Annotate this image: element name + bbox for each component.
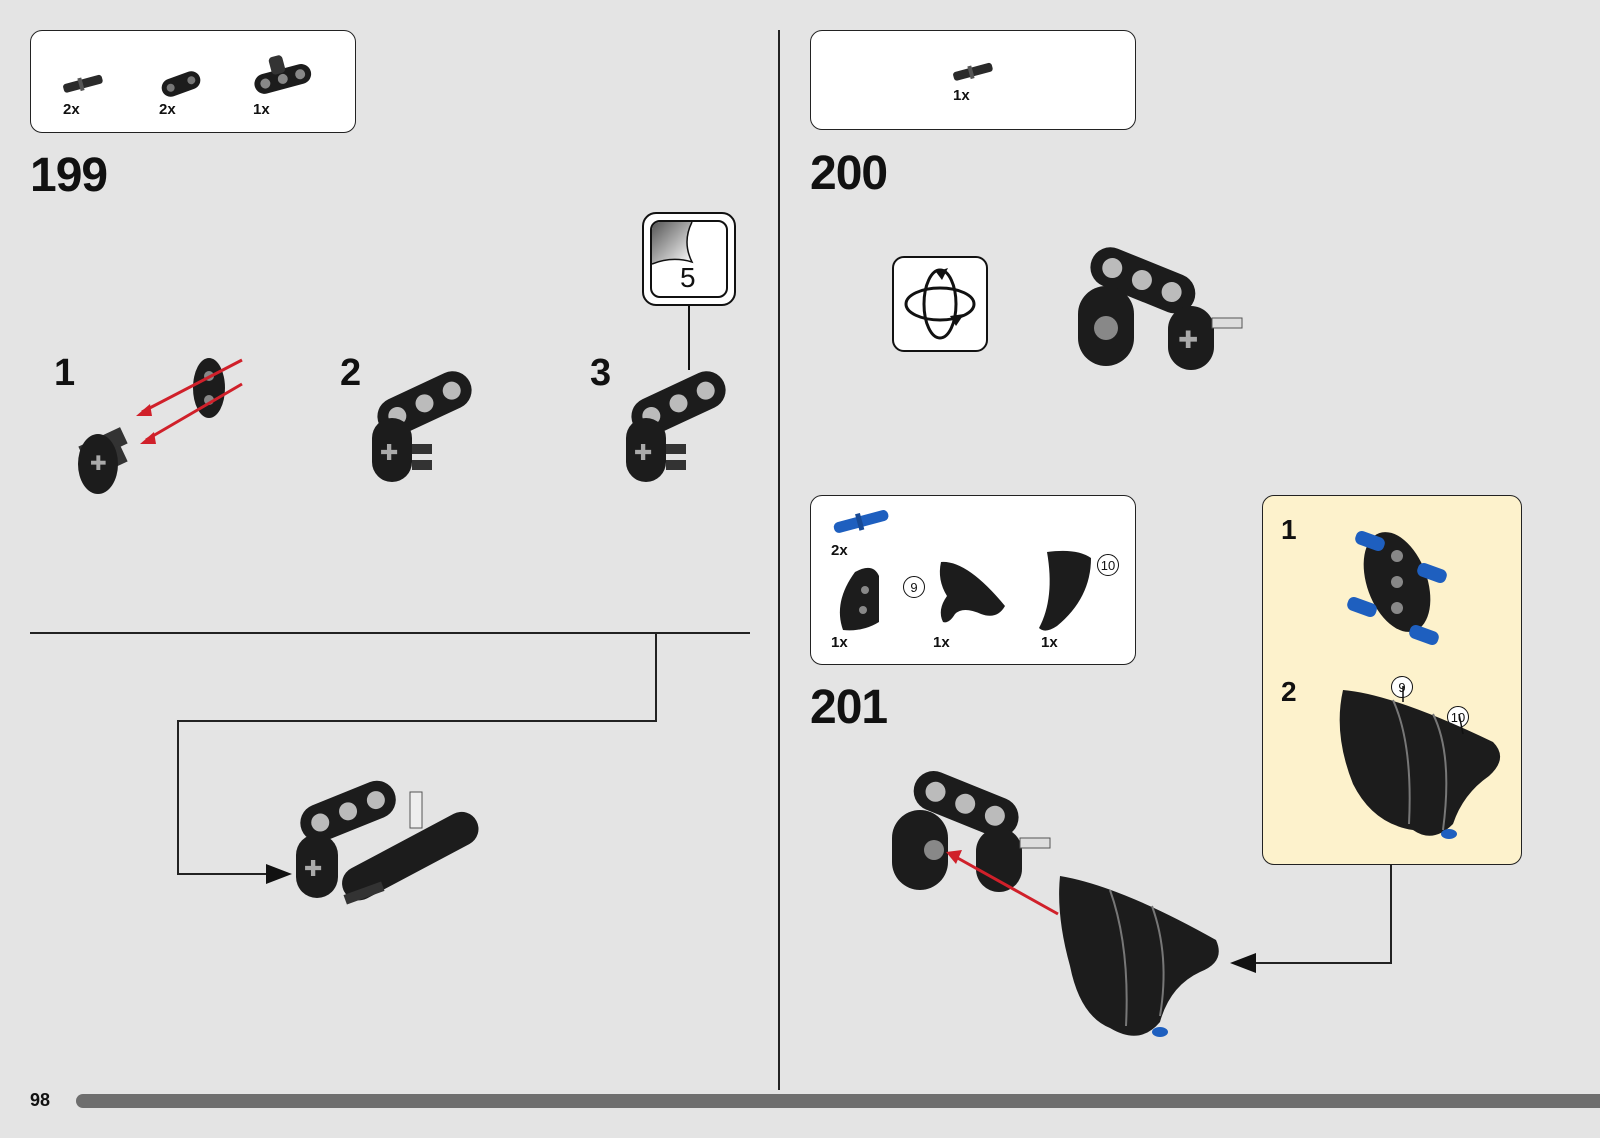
part-qty: 2x (159, 101, 176, 118)
svg-text:✚: ✚ (90, 451, 107, 475)
connector-line (1390, 864, 1392, 964)
triangle-panel-icon (839, 567, 879, 631)
step-number: 200 (810, 147, 888, 200)
svg-text:✚: ✚ (1178, 326, 1198, 354)
sticker-number: 5 (680, 262, 696, 293)
pin-liftarm-assembly (1347, 530, 1447, 646)
sub-assembly-callout: 1 2 9 10 (1262, 495, 1522, 865)
rotate-model-icon (892, 256, 988, 352)
connector-line (177, 720, 179, 875)
sticker-callout: 5 (642, 212, 736, 306)
progress-bar (76, 1094, 1600, 1108)
sticker-leader-line (688, 306, 690, 370)
parts-list-200: 1x (810, 30, 1136, 130)
svg-text:✚: ✚ (304, 857, 322, 882)
connector-line (177, 873, 269, 875)
parts-list-201: 2x 1x 9 1x 10 1x (810, 495, 1136, 665)
connector-line (177, 720, 657, 722)
substep-number: 2 (340, 352, 362, 394)
part-qty: 1x (933, 634, 950, 651)
part-qty: 1x (253, 101, 270, 118)
page-divider (778, 30, 780, 1090)
sticker-icon (652, 222, 694, 265)
connector-line (655, 632, 657, 722)
subassembly-model: ✚ (296, 780, 479, 905)
svg-text:✚: ✚ (380, 441, 398, 466)
panel-label-10: 10 (1447, 706, 1469, 728)
arrow-head-icon (1230, 953, 1256, 973)
parts-list-199: 2x 2x 1x (30, 30, 356, 133)
step-separator (30, 632, 750, 634)
step-number: 201 (810, 681, 888, 734)
step-number: 199 (30, 149, 108, 202)
part-qty: 2x (63, 101, 80, 118)
axle-pin-icon (953, 62, 993, 81)
page-number: 98 (30, 1090, 51, 1110)
liftarm-assembly-2: ✚ (372, 371, 472, 482)
substep-number: 1 (54, 352, 76, 394)
callout-substep: 1 (1281, 514, 1297, 545)
pin-insert-assembly: ✚ (78, 358, 243, 494)
svg-text:✚: ✚ (634, 441, 652, 466)
liftarm-2-icon (161, 71, 201, 97)
step201-model (892, 771, 1219, 1037)
callout-substep: 2 (1281, 676, 1297, 707)
panel-assembly (1339, 686, 1501, 839)
arrow-head-icon (266, 864, 292, 884)
part-label-9: 9 (903, 576, 925, 598)
connector-line (1254, 962, 1392, 964)
part-qty: 1x (1041, 634, 1058, 651)
part-qty: 1x (831, 634, 848, 651)
rotated-model: ✚ (1078, 247, 1243, 370)
liftarm-3-icon (254, 55, 312, 94)
blue-pin-icon (833, 510, 889, 533)
part-qty: 2x (831, 542, 848, 559)
panel-label-9: 9 (1391, 676, 1413, 698)
liftarm-assembly-3: ✚ (626, 371, 726, 482)
substep-number: 3 (590, 352, 612, 394)
panel-9-icon (939, 561, 1005, 623)
part-qty: 1x (953, 87, 970, 104)
panel-10-icon (1039, 550, 1091, 631)
axle-pin-icon (63, 74, 103, 93)
part-label-10: 10 (1097, 554, 1119, 576)
